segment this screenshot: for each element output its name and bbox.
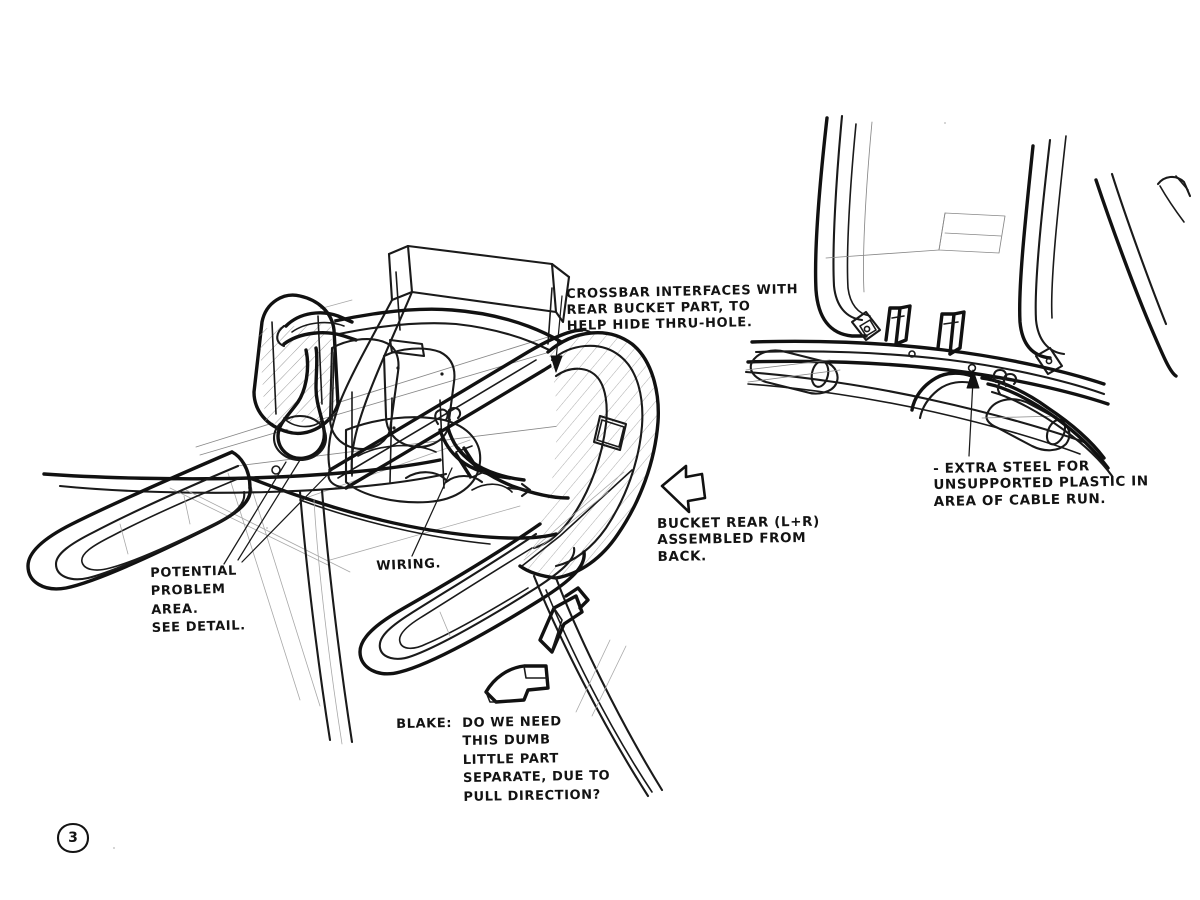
tube-end-left (745, 349, 841, 395)
seat-cushion (344, 416, 513, 504)
problem-area-leaders (223, 459, 337, 565)
arrow-left-hollow-icon (660, 464, 707, 514)
crossbar-bar (746, 304, 1110, 406)
annotation-blake-question: DO WE NEED THIS DUMB LITTLE PART SEPARAT… (462, 714, 611, 805)
seat-base-shell (42, 458, 558, 573)
bucket-window-hole (592, 414, 628, 452)
annotation-potential-problem-area: POTENTIAL PROBLEM AREA. SEE DETAIL. (150, 563, 246, 637)
annotation-bucket-rear: BUCKET REAR (L+R) ASSEMBLED FROM BACK. (657, 513, 820, 565)
annotation-crossbar: CROSSBAR INTERFACES WITH REAR BUCKET PAR… (566, 282, 799, 334)
wiring-leader (411, 467, 453, 557)
main-view-seat-assembly (26, 244, 664, 798)
annotation-blake-label: BLAKE: (396, 716, 453, 732)
extra-steel-callout-leader (966, 369, 980, 457)
lower-rail (744, 370, 1086, 455)
hidden-part-ghost-box (825, 212, 1006, 259)
arrow-down-icon (550, 355, 563, 373)
armrest-tube-left (26, 450, 252, 591)
headrest-plate (387, 244, 571, 345)
bucket-rear-panel (518, 331, 660, 580)
cable-run (910, 368, 1114, 478)
leg-flange-tab (538, 586, 590, 654)
paper-speck (113, 847, 115, 849)
arrow-up-icon (966, 369, 980, 389)
armrest-tube-lower (358, 522, 586, 676)
page-number-text: 3 (68, 830, 78, 846)
small-bracket-part (484, 664, 550, 704)
bucket-rear-arrow (660, 464, 707, 514)
paper-speck (266, 527, 268, 529)
paper-speck (944, 122, 946, 124)
annotation-extra-steel: - EXTRA STEEL FOR UNSUPPORTED PLASTIC IN… (933, 458, 1149, 510)
wiring-harness (434, 406, 570, 500)
seat-upright-left (813, 114, 882, 342)
detail-view-crossbar (744, 114, 1192, 478)
page-number-badge: 3 (56, 822, 90, 854)
blake-note-leaders (575, 639, 627, 717)
annotation-wiring: WIRING. (376, 556, 442, 574)
circle-badge-icon (56, 822, 90, 854)
crossbar-callout-leader (550, 295, 563, 373)
seat-upright-right (1018, 135, 1192, 378)
